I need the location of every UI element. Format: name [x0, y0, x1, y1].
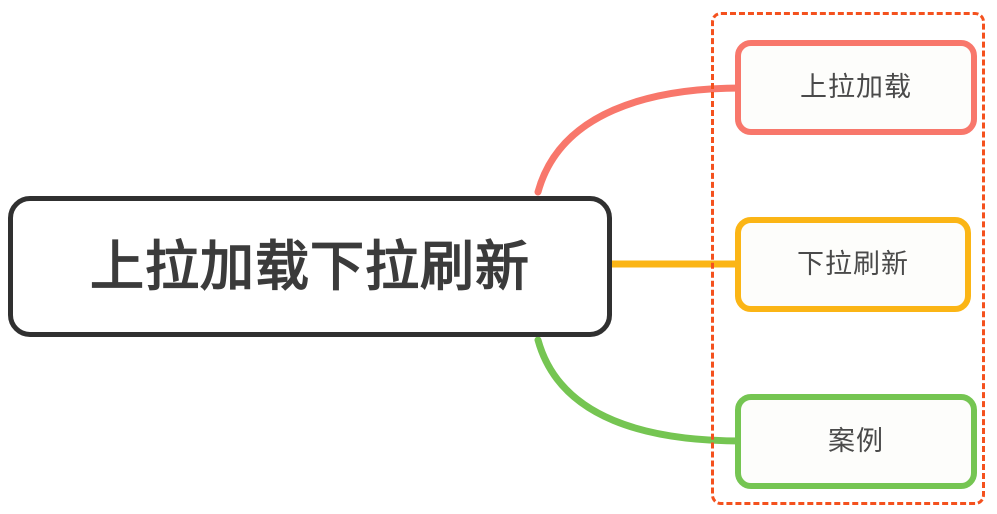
mindmap-node-refresh-label: 下拉刷新 — [797, 249, 909, 279]
mindmap-node-refresh[interactable]: 下拉刷新 — [735, 217, 971, 312]
mindmap-node-case-label: 案例 — [828, 426, 884, 456]
mindmap-root-node[interactable]: 上拉加载下拉刷新 — [8, 196, 612, 337]
selection-marquee[interactable] — [711, 12, 985, 505]
mindmap-node-upload-label: 上拉加载 — [800, 72, 912, 102]
mindmap-node-upload[interactable]: 上拉加载 — [735, 40, 977, 135]
mindmap-node-case[interactable]: 案例 — [735, 394, 977, 489]
mindmap-root-label: 上拉加载下拉刷新 — [90, 236, 530, 297]
